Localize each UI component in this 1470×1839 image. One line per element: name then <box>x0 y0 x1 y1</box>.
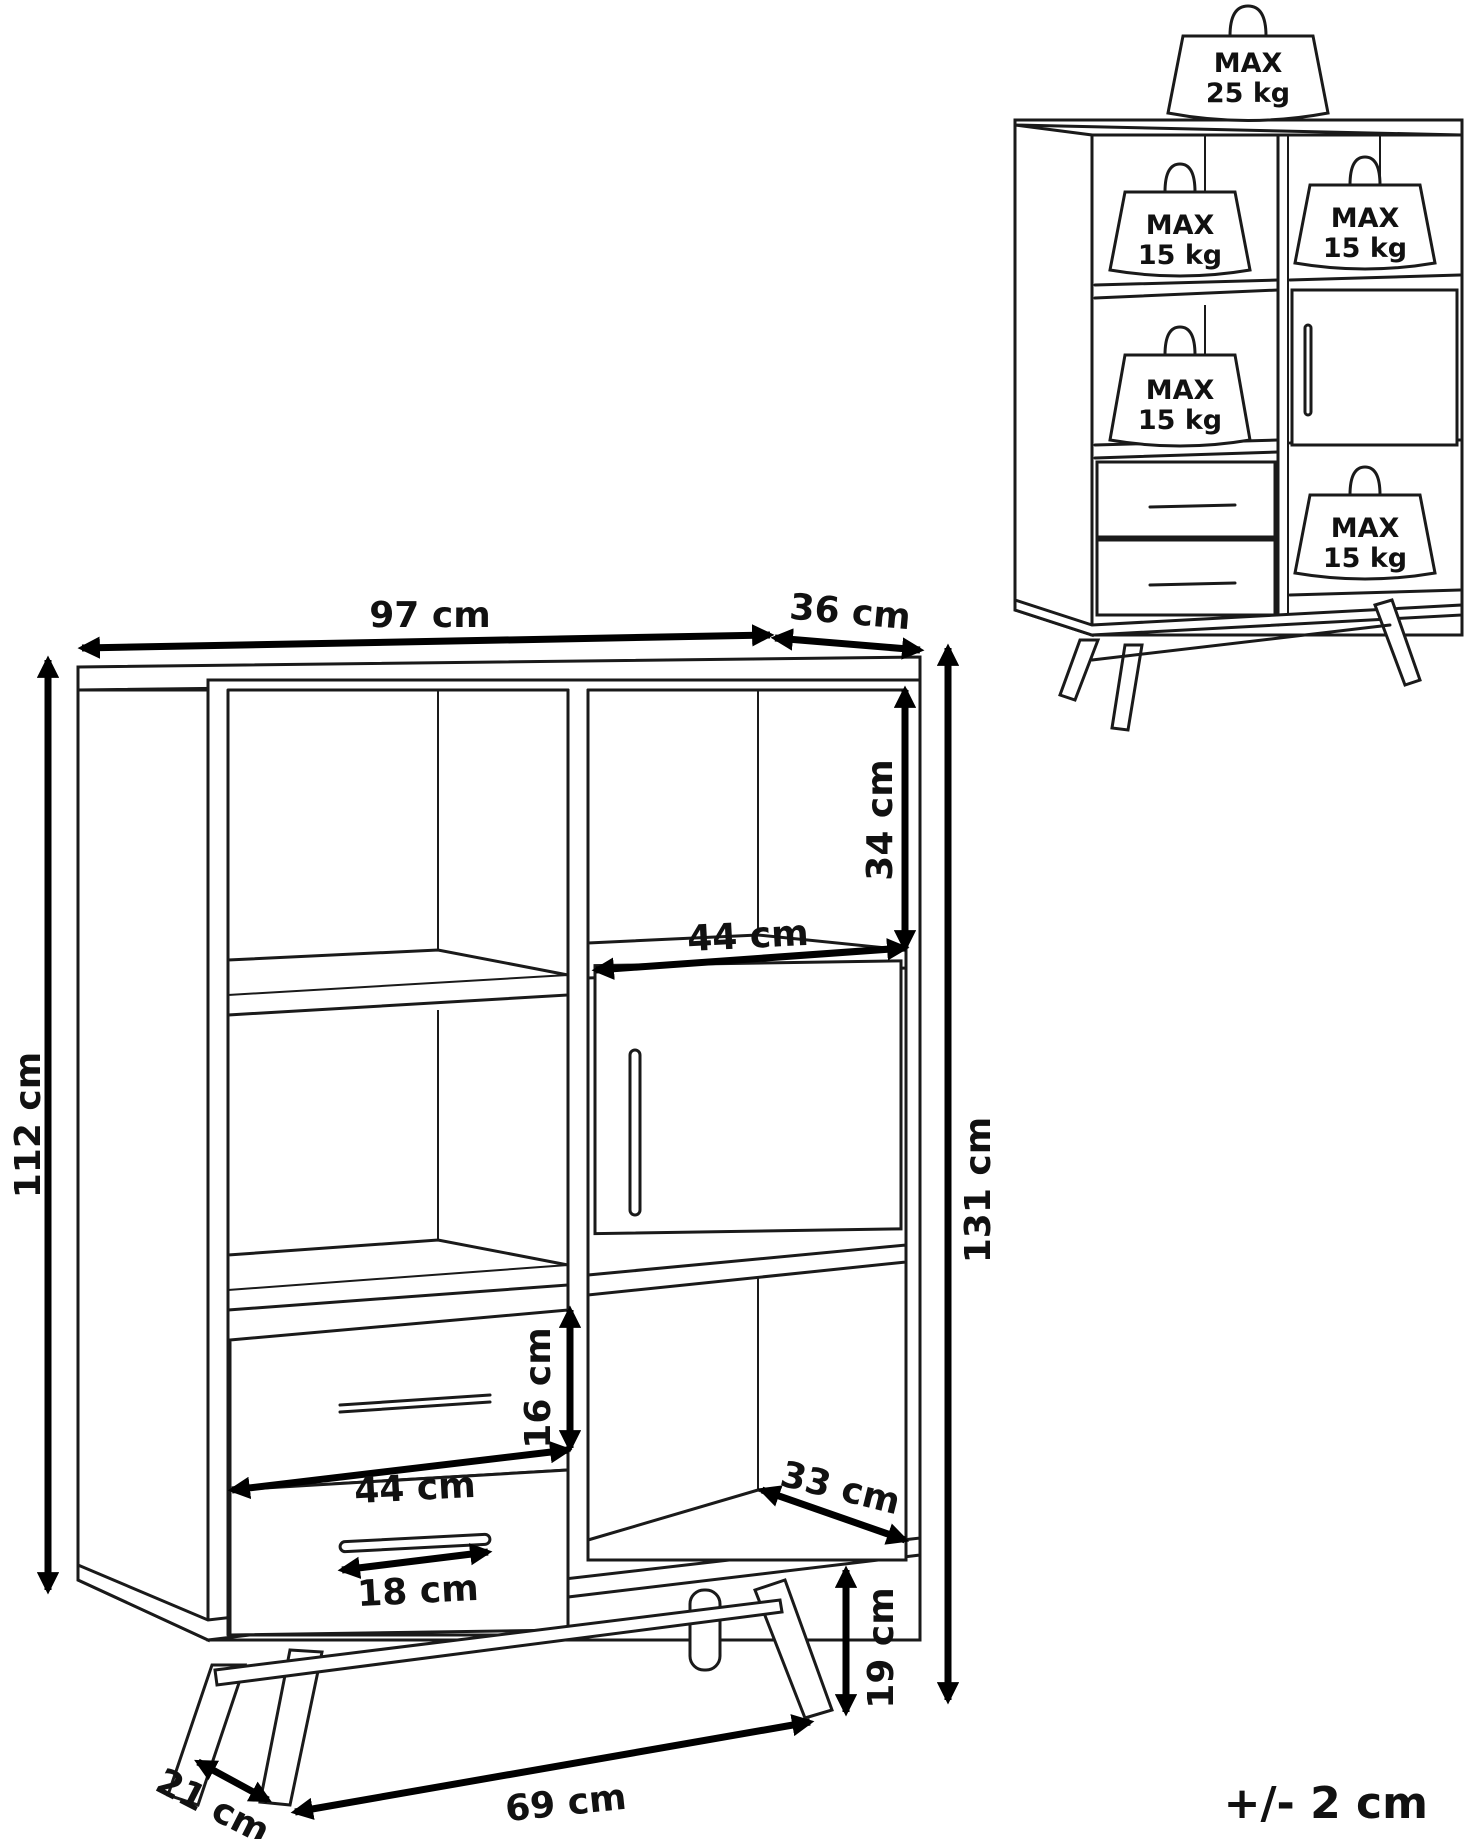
height-body-label: 112 cm <box>8 1052 49 1199</box>
leg-span-depth-arrow <box>194 1758 272 1804</box>
height-total-label: 131 cm <box>958 1117 999 1264</box>
drawer-width-label: 44 cm <box>353 1465 476 1512</box>
dimension-labels: 97 cm 36 cm 112 cm 131 cm 34 cm 44 cm 16… <box>8 587 1428 1839</box>
leg-span-width-arrow <box>290 1714 815 1820</box>
door-width-arrow <box>591 938 910 980</box>
weight-max-label: MAX <box>1331 203 1400 234</box>
weight-icon-top <box>1166 4 1330 122</box>
weight-icon-2 <box>1293 155 1437 271</box>
compartment-depth-arrow <box>757 1485 910 1545</box>
weight-labels: MAX 25 kg MAX 15 kg MAX 15 kg MAX 15 kg … <box>1138 48 1407 574</box>
depth-arrow <box>770 628 925 660</box>
door-width-label: 44 cm <box>686 913 809 960</box>
weight-max-label: MAX <box>1146 375 1215 406</box>
width-arrow <box>77 624 775 659</box>
dimension-lines <box>36 624 960 1820</box>
weight-max-label: MAX <box>1146 210 1215 241</box>
main-cabinet-drawing <box>76 655 922 1807</box>
weight-value-label: 15 kg <box>1323 543 1407 574</box>
door-handle <box>628 1048 642 1217</box>
weight-value-label: 25 kg <box>1206 78 1290 109</box>
weight-value-label: 15 kg <box>1138 240 1222 271</box>
handle-length-arrow <box>337 1543 493 1579</box>
weight-max-label: MAX <box>1331 513 1400 544</box>
leg-height-label: 19 cm <box>861 1587 902 1708</box>
leg-span-width-label: 69 cm <box>503 1777 628 1830</box>
weight-value-label: 15 kg <box>1138 405 1222 436</box>
weight-max-label: MAX <box>1214 48 1283 79</box>
depth-label: 36 cm <box>788 587 913 638</box>
weight-value-label: 15 kg <box>1323 233 1407 264</box>
tolerance-label: +/- 2 cm <box>1224 1778 1428 1829</box>
weight-icon-4 <box>1293 465 1437 581</box>
handle-length-label: 18 cm <box>356 1568 479 1615</box>
width-label: 97 cm <box>369 595 490 636</box>
compartment-height-label: 34 cm <box>860 759 901 880</box>
weight-icon-3 <box>1108 325 1252 448</box>
drawer-height-label: 16 cm <box>518 1327 559 1448</box>
drawer-width-arrow <box>227 1440 573 1500</box>
weight-icons <box>1108 4 1437 581</box>
weight-icon-1 <box>1108 162 1252 278</box>
